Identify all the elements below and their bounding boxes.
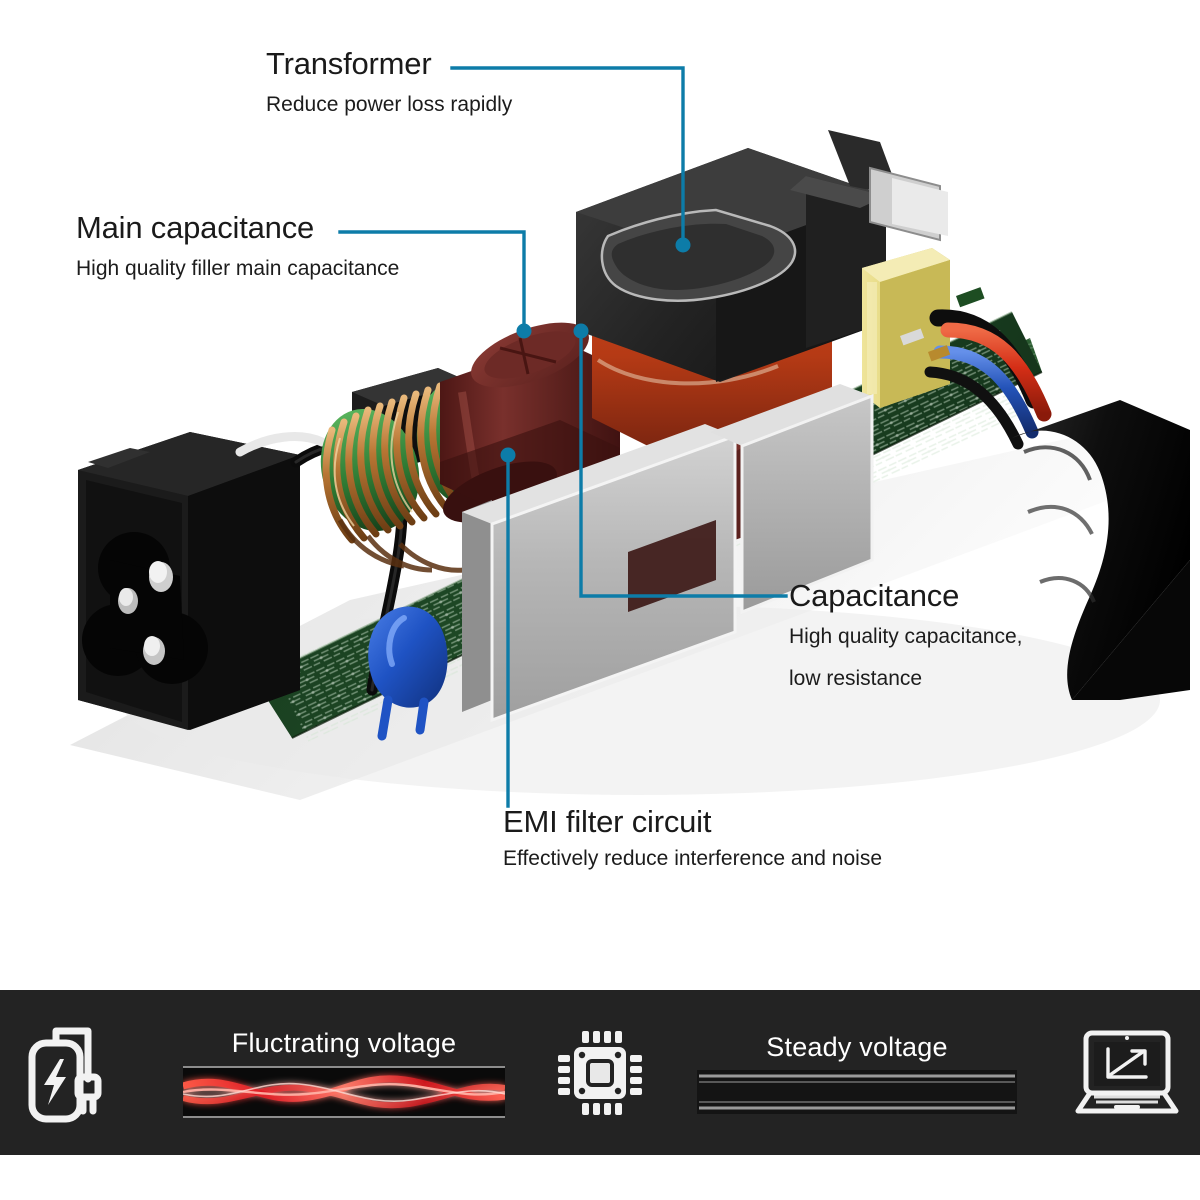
- output-cable-sheath: [1012, 400, 1190, 700]
- callout-emi-filter-title: EMI filter circuit: [503, 804, 712, 839]
- output-wires: [924, 309, 1052, 450]
- power-brick-plug-icon: [28, 1027, 102, 1122]
- fluctuating-voltage-label: Fluctrating voltage: [231, 1027, 457, 1058]
- callout-emi-filter: EMI filter circuit Effectively reduce in…: [503, 806, 882, 874]
- callout-transformer-title: Transformer: [266, 46, 432, 81]
- callout-lines: [338, 66, 788, 808]
- callout-line-main-capacitance: [338, 230, 526, 326]
- callout-capacitance-subtitle-1: High quality capacitance,: [789, 625, 1023, 648]
- banner-cell-steady: Steady voltage: [660, 990, 1054, 1155]
- callout-capacitance-title: Capacitance: [789, 578, 960, 613]
- callout-main-capacitance-subtitle: High quality filler main capacitance: [76, 257, 400, 280]
- steady-line-bar: [695, 1069, 1019, 1114]
- white-lead-wire: [235, 432, 327, 457]
- main-electrolytic-capacitor: [440, 322, 620, 523]
- fluctuating-wave-bar: [183, 1065, 505, 1118]
- callout-line-capacitance: [579, 336, 788, 598]
- banner-cell-laptop: [1054, 990, 1200, 1155]
- blue-ceramic-capacitor: [368, 606, 448, 741]
- callout-transformer: Transformer Reduce power loss rapidly: [266, 48, 512, 120]
- cpu-chip-icon: [558, 1030, 642, 1115]
- callout-transformer-subtitle: Reduce power loss rapidly: [266, 93, 513, 116]
- transformer: [576, 130, 948, 452]
- output-wire-blue: [933, 345, 1039, 439]
- yellow-film-capacitor: [862, 248, 950, 408]
- banner-cell-power-brick: [0, 990, 148, 1155]
- ac-inlet-socket: [78, 432, 300, 730]
- steady-voltage-label: Steady voltage: [766, 1031, 948, 1062]
- voltage-comparison-banner: Fluctrating voltage: [0, 990, 1200, 1155]
- callout-main-capacitance-title: Main capacitance: [76, 210, 315, 245]
- heatsink-front: [462, 424, 737, 723]
- callout-main-capacitance: Main capacitance High quality filler mai…: [76, 212, 399, 284]
- banner-cell-chip: [540, 990, 660, 1155]
- output-wire-red: [940, 322, 1052, 422]
- callout-capacitance-subtitle-2: low resistance: [789, 667, 923, 691]
- adapter-illustration: [70, 66, 1190, 808]
- banner-cell-fluctuating: Fluctrating voltage: [148, 990, 540, 1155]
- laptop-chart-icon: [1075, 1030, 1179, 1113]
- callout-capacitance: Capacitance High quality capacitance, lo…: [789, 580, 1022, 695]
- callout-line-transformer: [450, 66, 685, 240]
- heatsink-back: [710, 384, 874, 615]
- pcb-right-components: [900, 287, 985, 362]
- callout-emi-filter-subtitle: Effectively reduce interference and nois…: [503, 847, 883, 870]
